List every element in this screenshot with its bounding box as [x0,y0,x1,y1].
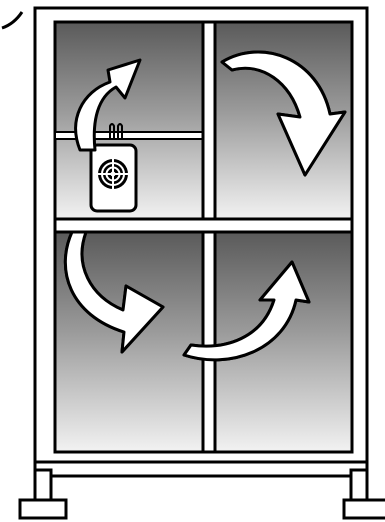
airflow-arrow-bottom-left-overlay [63,230,165,354]
airflow-arrow-top-left [74,58,142,152]
window-stand [18,458,385,520]
fan-heater-icon [89,123,138,213]
mullion-vertical [201,20,217,454]
decorative-curve [1,11,24,30]
stand-leg-left [33,468,53,502]
airflow-arrow-top-right-overlay [220,50,347,177]
mullion-horizontal [53,217,354,234]
airflow-arrows-overlay [63,50,347,362]
airflow-arrow-bottom-right-overlay [182,260,311,362]
stand-foot-left [18,498,68,520]
stand-leg-right [349,468,369,502]
stand-foot-right [342,498,385,520]
